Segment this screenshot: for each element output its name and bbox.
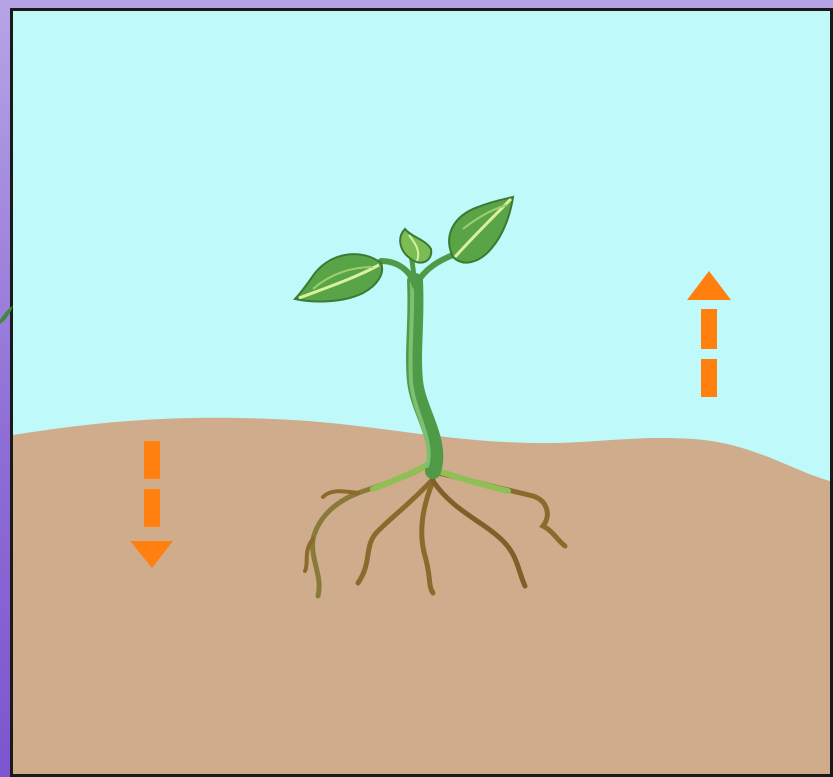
seedling-diagram	[13, 11, 830, 774]
illustration-panel	[10, 8, 833, 777]
edge-leaf-fragment	[0, 300, 14, 330]
